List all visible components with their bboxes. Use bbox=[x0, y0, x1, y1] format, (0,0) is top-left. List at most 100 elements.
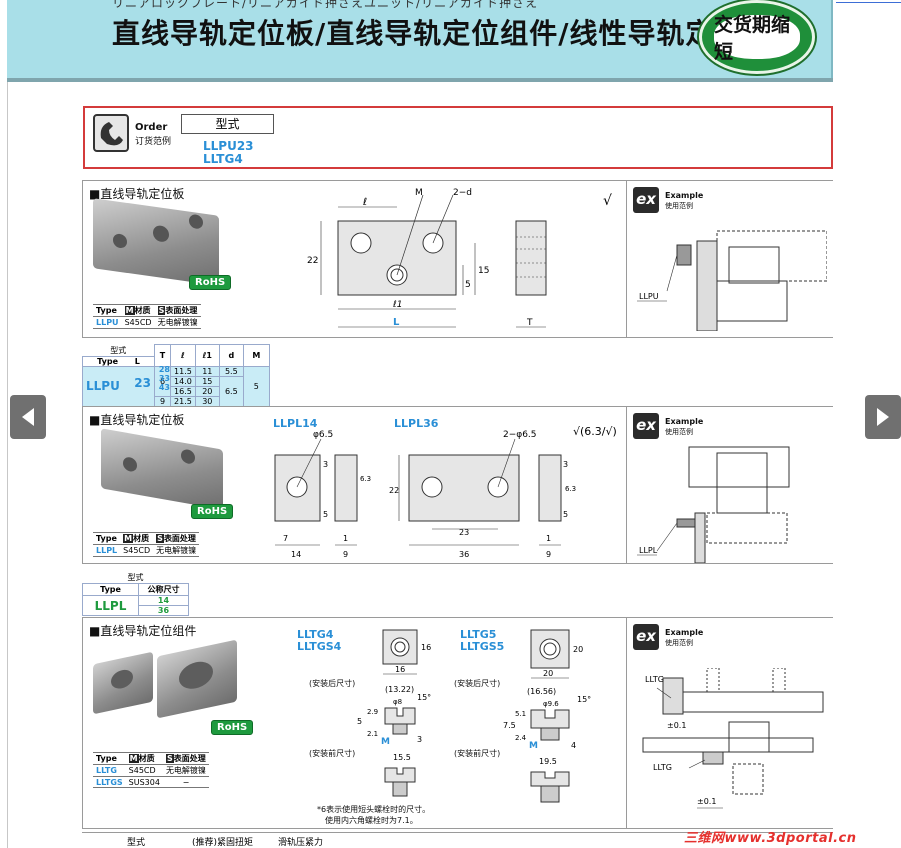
dim-155: 15.5 bbox=[393, 753, 411, 762]
llpu-photo bbox=[93, 198, 219, 286]
arrow-right-icon bbox=[877, 408, 889, 426]
attr-surface: 无电解镀镍 bbox=[153, 544, 200, 557]
dim-3: 3 bbox=[417, 735, 422, 744]
attr-type: LLTG bbox=[93, 764, 126, 777]
col-d: d bbox=[218, 344, 244, 367]
tolerance-label: ±0.1 bbox=[697, 797, 716, 806]
table-type-label: LLPU bbox=[86, 379, 120, 393]
dim-1: 1 bbox=[343, 534, 348, 543]
surface-badge: S bbox=[157, 306, 166, 315]
d-value: 6.5 bbox=[218, 375, 244, 407]
badge-label: 交货期缩短 bbox=[714, 14, 800, 63]
material-table: Type M材质 S表面处理 LLTG S45CD 无电解镀镍 LLTGS SU… bbox=[93, 752, 209, 788]
previous-page-button[interactable] bbox=[10, 395, 46, 439]
L-value-list: 28 33 43 bbox=[158, 365, 170, 392]
dim-29: 2.9 bbox=[367, 708, 378, 716]
dim-20v: 20 bbox=[573, 645, 583, 654]
dim-63b: 6.3 bbox=[565, 485, 576, 493]
dim-5b: 5 bbox=[563, 510, 568, 519]
material-table: Type M材质 S表面处理 LLPL S45CD 无电解镀镍 bbox=[93, 532, 200, 557]
example-part-label: LLTG bbox=[653, 763, 672, 772]
surface-badge: S bbox=[156, 534, 164, 543]
dim-1b: 1 bbox=[546, 534, 551, 543]
col-surface-label: 表面处理 bbox=[165, 306, 198, 315]
table-type: LLPU 23 bbox=[82, 365, 155, 407]
section-title: ■直线导轨定位组件 bbox=[89, 624, 197, 638]
col-torque: (推荐)紧固扭矩 bbox=[192, 838, 254, 848]
banner-shadow bbox=[7, 78, 833, 82]
dim-9b: 9 bbox=[546, 550, 551, 559]
col-material: M材质 bbox=[120, 532, 154, 545]
order-codes: LLPU23 LLTG4 bbox=[203, 140, 254, 166]
dim-L: L bbox=[393, 317, 400, 328]
example-icon: ex bbox=[633, 187, 659, 213]
l-value: 11.5 bbox=[170, 365, 196, 377]
header-group: 型式 bbox=[82, 344, 155, 357]
section-llpl: ■直线导轨定位板 RoHS Type M材质 S表面处理 LLPL S45CD … bbox=[82, 406, 833, 564]
example-label-cn: 使用范例 bbox=[665, 639, 693, 647]
dim-M: M bbox=[381, 737, 390, 747]
attr-surface: 无电解镀镍 bbox=[162, 764, 209, 777]
dim-1322: (13.22) bbox=[385, 685, 414, 694]
l-value: 21.5 bbox=[170, 395, 196, 407]
L-value: 28 bbox=[158, 365, 170, 374]
surface-badge: S bbox=[165, 754, 174, 763]
dim-1656: (16.56) bbox=[527, 687, 556, 696]
section-lltg: ■直线导轨定位组件 RoHS Type M材质 S表面处理 LLTG S45CD… bbox=[82, 617, 833, 829]
col-force: 滑轨压紧力 bbox=[278, 838, 324, 848]
example-panel: ex Example 使用范例 LLTG LLTG ±0.1 ±0.1 bbox=[626, 618, 833, 828]
before-install-note: (安装前尺寸) bbox=[309, 749, 356, 758]
dim-phi96: φ9.6 bbox=[543, 700, 559, 708]
attr-surface: − bbox=[162, 776, 209, 788]
surface-finish-mark: √(6.3/√) bbox=[573, 425, 617, 438]
next-page-button[interactable] bbox=[865, 395, 901, 439]
arrow-left-icon bbox=[22, 408, 34, 426]
dim-36: 36 bbox=[459, 550, 469, 559]
col-type: Type bbox=[97, 356, 119, 366]
material-table: Type M材质 S表面处理 LLPU S45CD 无电解镀镍 bbox=[93, 304, 201, 329]
attr-type: LLPU bbox=[93, 316, 122, 329]
top-rule bbox=[836, 2, 901, 3]
rohs-badge: RoHS bbox=[191, 504, 234, 519]
col-surface-label: 表面处理 bbox=[163, 534, 196, 543]
llpu-drawing: ℓ M 2−d 22 15 5 ℓ1 L T √ bbox=[307, 188, 612, 328]
lltg-drawing: 16 16 (13.22) 15° φ8 2.9 5 2.1 3 M 15.5 … bbox=[357, 629, 591, 803]
llpl-size-table: 型式 Type 公称尺寸 LLPL 14 36 bbox=[82, 572, 189, 616]
dim-3b: 3 bbox=[563, 460, 568, 469]
dim-phi2: 2−φ6.5 bbox=[503, 430, 537, 440]
col-surface-label: 表面处理 bbox=[173, 754, 206, 763]
col-material-label: 材质 bbox=[138, 754, 155, 763]
table-row: 9 21.5 30 bbox=[83, 395, 270, 407]
l1-value: 15 bbox=[194, 375, 220, 387]
l1-value: 20 bbox=[194, 385, 220, 397]
table-row: 14.0 15 6.5 bbox=[83, 375, 270, 407]
L-values: 23 bbox=[134, 377, 151, 389]
attr-material: S45CD bbox=[121, 316, 155, 329]
phone-order-icon bbox=[93, 114, 129, 152]
d-value: 5.5 bbox=[218, 365, 244, 377]
dim-5: 5 bbox=[357, 717, 362, 726]
order-label: Order bbox=[135, 122, 168, 133]
caption-line: LLTG4 bbox=[297, 628, 334, 641]
llpl-photo bbox=[101, 428, 223, 510]
caption-lltg4: LLTG4 LLTGS4 bbox=[297, 629, 341, 653]
example-icon: ex bbox=[633, 624, 659, 650]
order-label-cn: 订货范例 bbox=[135, 137, 172, 147]
left-rule bbox=[7, 82, 8, 848]
dim-d: 2−d bbox=[453, 188, 472, 198]
col-type: Type bbox=[93, 752, 126, 765]
dim-20: 20 bbox=[543, 669, 553, 678]
before-install-note: (安装前尺寸) bbox=[454, 749, 501, 758]
example-part-label: LLTG bbox=[645, 675, 664, 684]
example-label-cn: 使用范例 bbox=[665, 202, 693, 210]
dim-5: 5 bbox=[465, 280, 471, 290]
attr-material: S45CD bbox=[125, 764, 163, 777]
dim-15deg: 15° bbox=[577, 695, 591, 704]
section-title: ■直线导轨定位板 bbox=[89, 413, 185, 427]
caption-line: LLTGS4 bbox=[297, 640, 342, 653]
dim-3: 3 bbox=[323, 460, 328, 469]
banner-subtitle: リニアロックプレート/リニアガイド押さえユニット/リニアガイド押さえ bbox=[112, 0, 539, 10]
caption-line: LLTG5 bbox=[460, 628, 497, 641]
dim-15: 15 bbox=[478, 266, 489, 276]
col-T: T bbox=[154, 344, 171, 367]
